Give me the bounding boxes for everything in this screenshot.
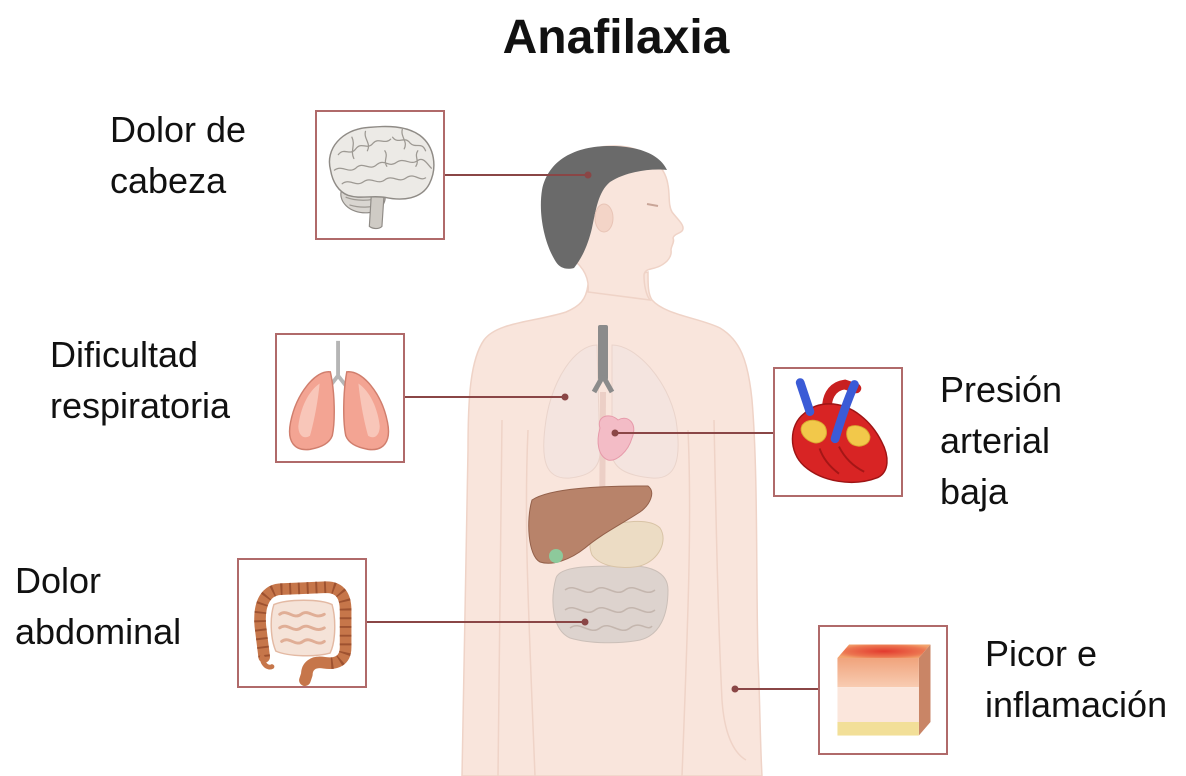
label-line: cabeza (110, 155, 246, 206)
epidermis-layer (837, 658, 918, 687)
label-line: Dificultad (50, 329, 230, 380)
label-abdominal: Dolor abdominal (15, 555, 181, 657)
human-silhouette (462, 146, 762, 776)
label-breathing: Dificultad respiratoria (50, 329, 230, 431)
label-line: inflamación (985, 679, 1167, 730)
vena-cava-shape (800, 383, 810, 412)
label-headache: Dolor de cabeza (110, 104, 246, 206)
label-line: abdominal (15, 606, 181, 657)
connector-dot-blood-pressure (612, 430, 619, 437)
headache-image-box (315, 110, 445, 240)
connector-dot-headache (585, 172, 592, 179)
label-itching: Picor e inflamación (985, 628, 1167, 730)
label-line: Presión (940, 364, 1062, 415)
fat-layer (837, 722, 918, 736)
brainstem-shape (369, 195, 384, 228)
dermis-layer (837, 687, 918, 722)
gallbladder-shape (549, 549, 563, 563)
body-intestines-shape (553, 566, 668, 643)
label-line: arterial (940, 415, 1062, 466)
heart-icon (775, 369, 901, 495)
trachea-shape (598, 325, 608, 380)
connector-dot-itching (732, 686, 739, 693)
connector-dot-breathing (562, 394, 569, 401)
skin-block-icon (820, 627, 946, 753)
label-blood-pressure: Presión arterial baja (940, 364, 1062, 517)
label-line: Dolor de (110, 104, 246, 155)
abdominal-image-box (237, 558, 367, 688)
label-line: Dolor (15, 555, 181, 606)
itching-image-box (818, 625, 948, 755)
label-line: Picor e (985, 628, 1167, 679)
breathing-image-box (275, 333, 405, 463)
skin-side-face (919, 644, 931, 735)
blood-pressure-image-box (773, 367, 903, 497)
label-line: respiratoria (50, 380, 230, 431)
connector-dot-abdominal (582, 619, 589, 626)
ear-shape (595, 204, 613, 232)
lungs-icon (277, 335, 403, 461)
label-line: baja (940, 466, 1062, 517)
skin-top-face (837, 644, 930, 658)
brain-icon (317, 112, 443, 238)
intestines-icon (239, 560, 365, 686)
